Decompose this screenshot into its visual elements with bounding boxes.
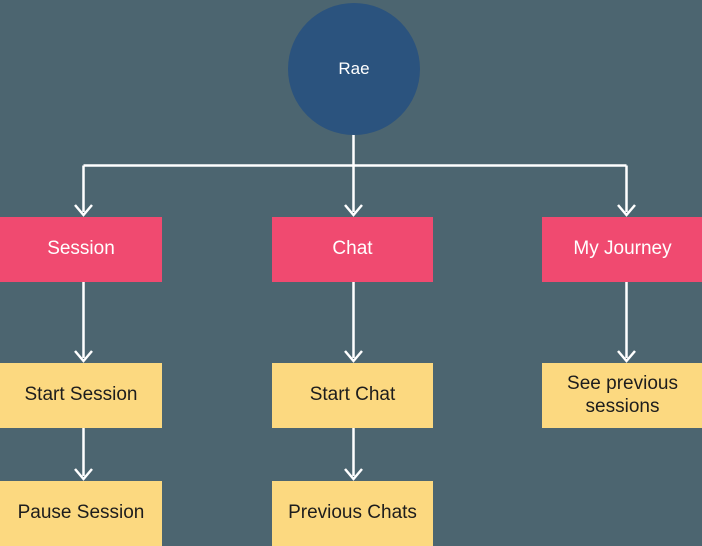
node-pause-session-label: Pause Session [17, 502, 145, 524]
node-session-label: Session [47, 238, 115, 260]
arrowhead-session [74, 204, 93, 217]
node-start-session[interactable]: Start Session [0, 363, 162, 428]
arrowhead-start-chat [344, 350, 363, 363]
arrowhead-myjourney [617, 204, 636, 217]
arrowhead-see-previous [617, 350, 636, 363]
node-chat-label: Chat [332, 238, 373, 260]
arrowhead-pause-session [74, 468, 93, 481]
node-see-previous-sessions-label: See previous sessions [567, 373, 678, 417]
node-session[interactable]: Session [0, 217, 162, 282]
node-my-journey-label: My Journey [573, 238, 672, 260]
node-root-label: Rae [338, 58, 370, 78]
node-start-session-label: Start Session [24, 384, 138, 406]
arrowhead-previous-chats [344, 468, 363, 481]
node-previous-chats-label: Previous Chats [288, 502, 417, 524]
node-chat[interactable]: Chat [272, 217, 433, 282]
arrowhead-chat [344, 204, 363, 217]
node-my-journey[interactable]: My Journey [542, 217, 702, 282]
node-start-chat[interactable]: Start Chat [272, 363, 433, 428]
node-previous-chats[interactable]: Previous Chats [272, 481, 433, 546]
node-start-chat-label: Start Chat [309, 384, 396, 406]
node-root-rae[interactable]: Rae [288, 3, 420, 135]
arrowhead-start-session [74, 350, 93, 363]
node-see-previous-sessions[interactable]: See previous sessions [542, 363, 702, 428]
node-pause-session[interactable]: Pause Session [0, 481, 162, 546]
